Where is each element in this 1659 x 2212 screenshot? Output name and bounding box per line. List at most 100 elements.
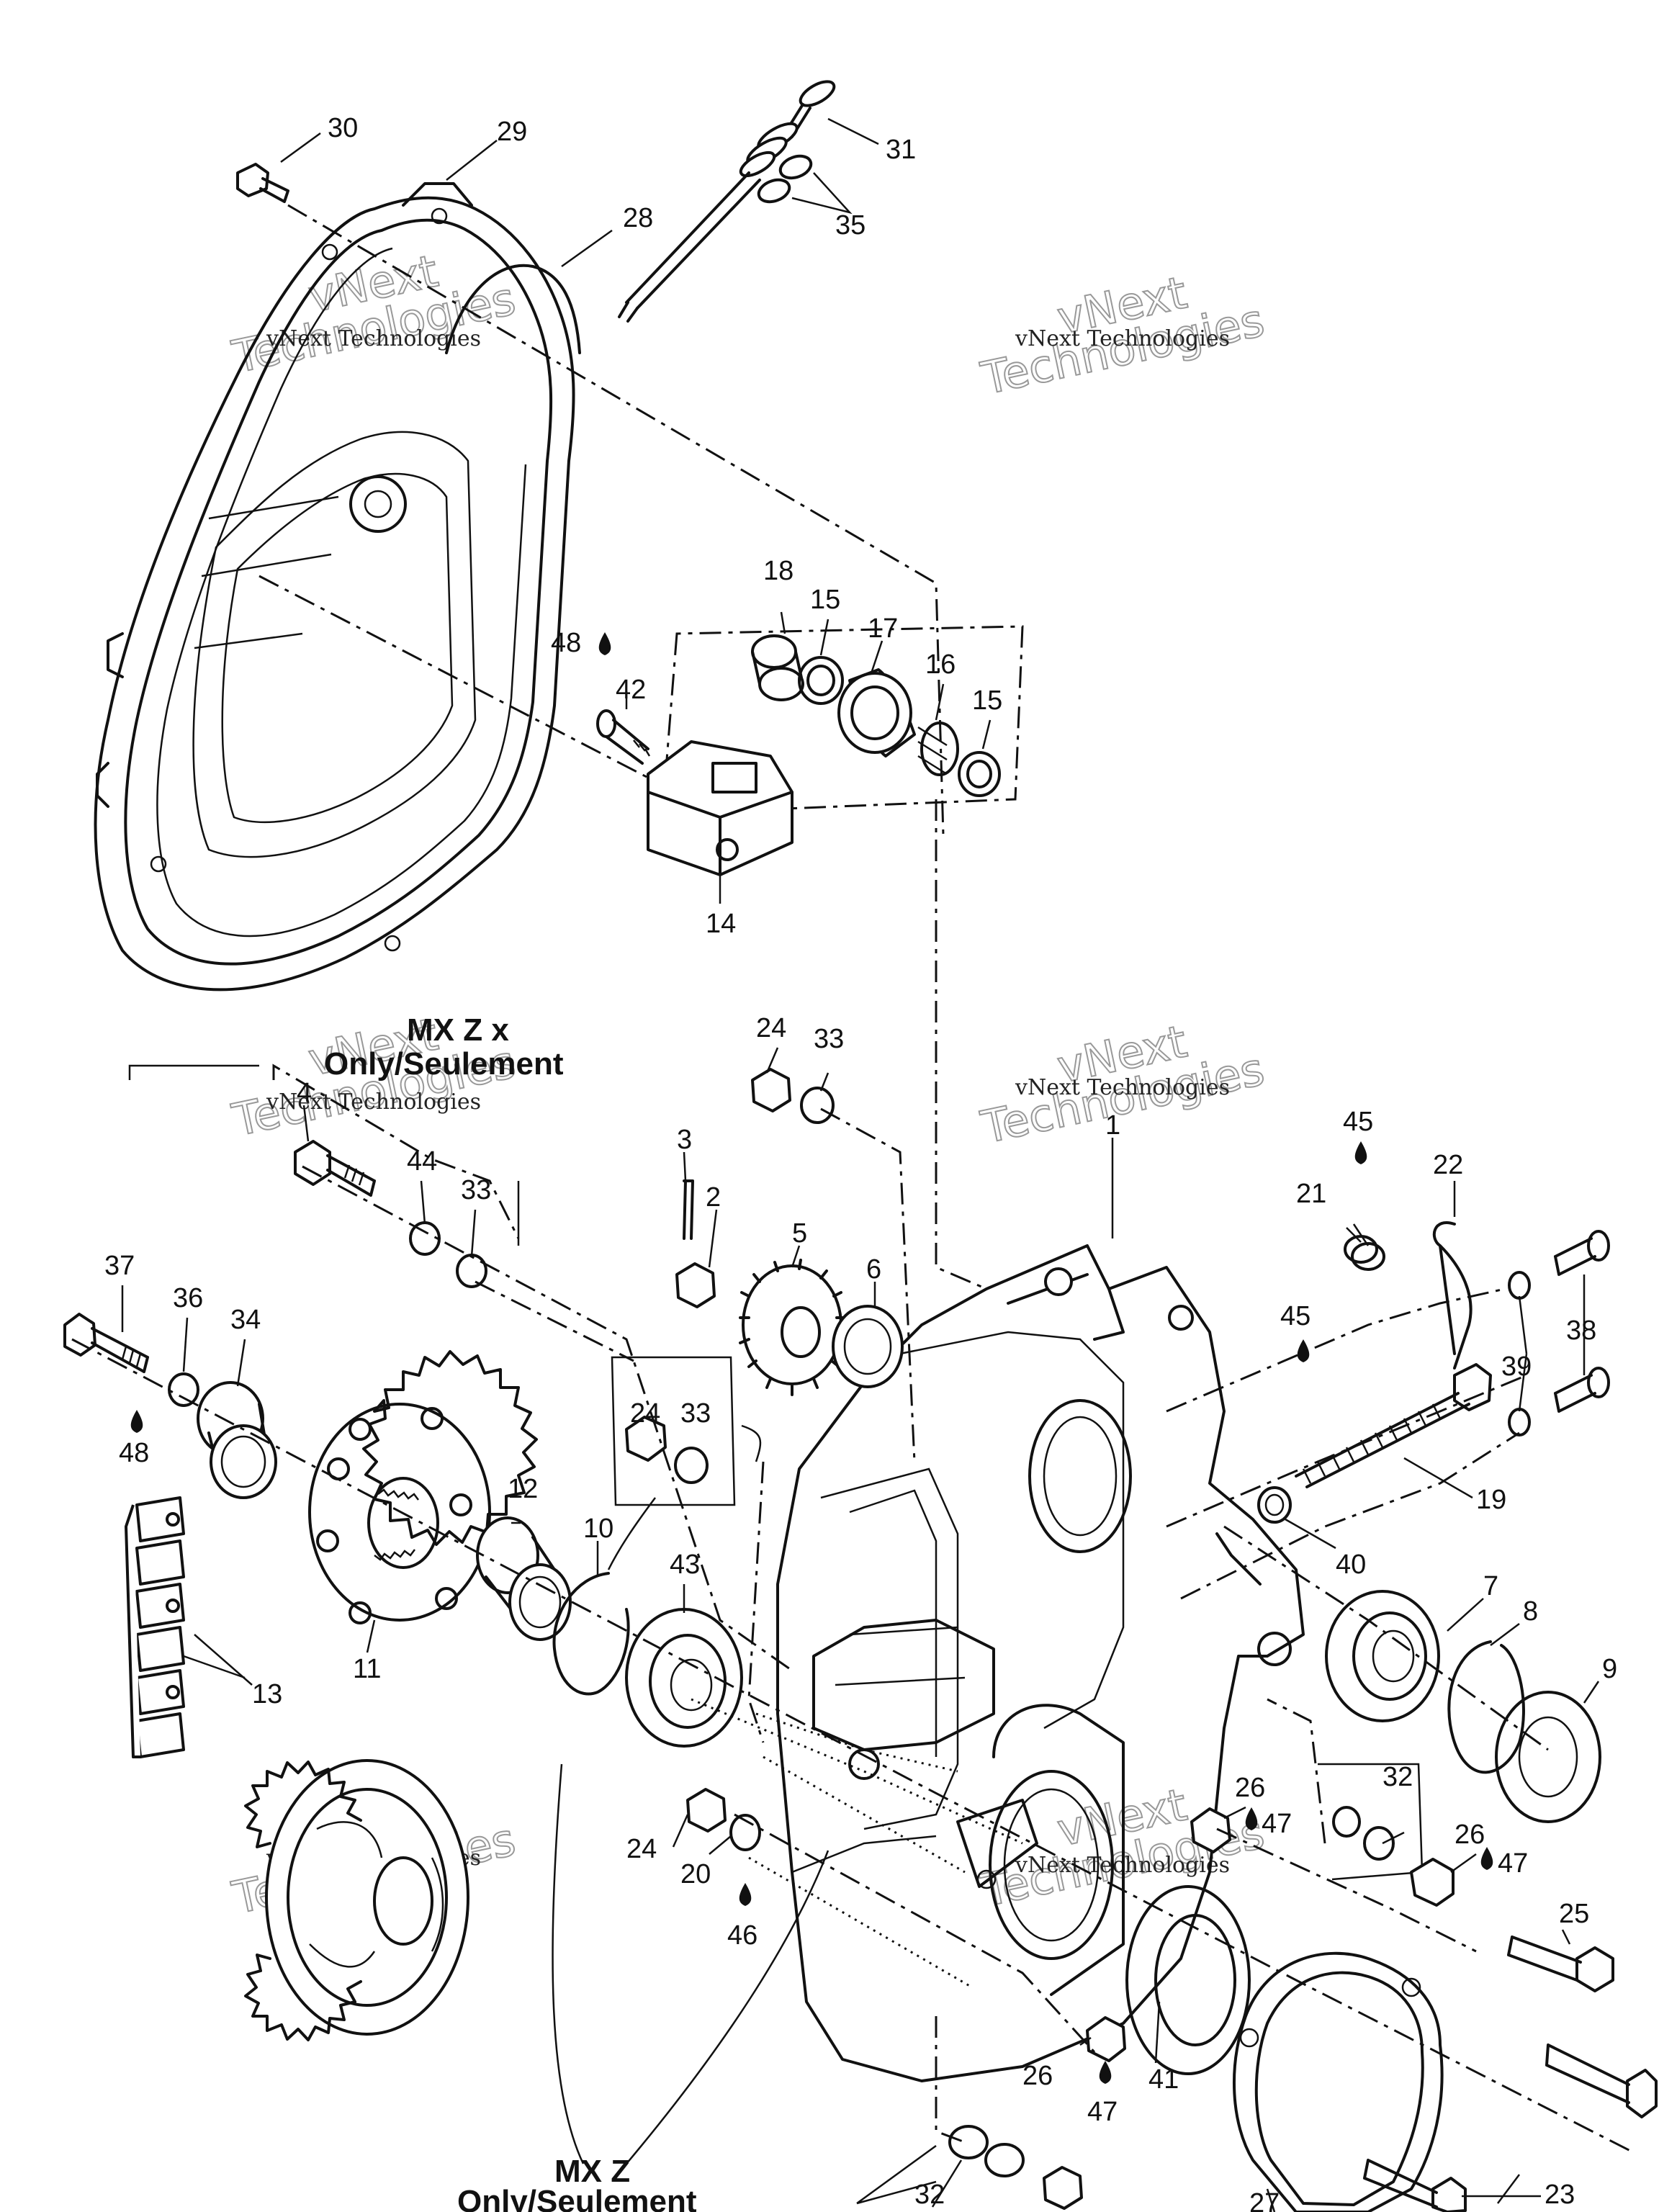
needle-bearing-16 [917,721,959,776]
callout-26b: 26 [1455,1820,1485,1850]
callout-26c: 26 [1022,2061,1053,2091]
oil-drop-icon [1245,1807,1258,1830]
o-ring-21 [1344,1235,1378,1264]
callout-34: 34 [230,1305,261,1335]
hair-pin-22 [1432,1221,1473,1370]
o-ring [757,178,791,204]
callout-33a: 33 [814,1024,844,1054]
seal-9 [1495,1691,1601,1823]
sprocket-11-upper [308,1350,538,1624]
screw-38b [1554,1367,1610,1413]
cover-plate-27 [1233,1951,1444,2212]
o-ring [778,154,813,180]
bearing-43 [625,1608,743,1748]
callout-48b: 48 [119,1438,149,1468]
callout-44: 44 [407,1146,437,1177]
callout-4: 4 [297,1078,312,1108]
callout-13: 13 [252,1679,282,1709]
bearing-7 [1325,1590,1440,1722]
callout-9: 9 [1602,1654,1617,1684]
callout-45a: 45 [1343,1107,1373,1137]
tensioner-bracket-14 [647,740,793,876]
nut-26b [1410,1858,1455,1907]
callout-47c: 47 [1087,2097,1118,2127]
washer-15b [958,751,1001,797]
callout-1: 1 [1105,1110,1120,1141]
callout-39: 39 [1501,1352,1532,1382]
bolt-23b [1363,2159,1467,2212]
callout-24c: 24 [626,1834,657,1864]
nut-32e [1043,2166,1083,2210]
callout-43: 43 [670,1550,700,1580]
adjuster-bolt-19 [1295,1363,1492,1488]
circlip-8 [1447,1640,1525,1774]
chain-13 [125,1496,185,1758]
oil-drop-icon [1099,2061,1112,2084]
tensioner-bolt-42 [596,709,651,765]
bolt-23a [1545,2044,1658,2118]
washer-36 [168,1372,199,1407]
washer-32b [1363,1826,1395,1861]
oil-drop-icon [598,632,611,655]
nut-26c [1086,2016,1126,2062]
callout-12: 12 [508,1474,538,1504]
oil-drop-icon [1297,1339,1310,1362]
callout-24b: 24 [630,1398,660,1429]
callout-45b: 45 [1280,1301,1310,1331]
washer-32c [948,2125,989,2159]
callout-14: 14 [706,909,736,939]
callout-30: 30 [328,113,358,143]
callout-15a: 15 [810,585,840,615]
watermark-text: vNext Technologies [1015,1075,1230,1100]
callout-21: 21 [1296,1179,1326,1209]
chaincase-cover [94,182,575,992]
washer-33c [800,1087,835,1124]
callout-33c: 33 [680,1398,711,1429]
jam-nut-40 [1257,1486,1292,1524]
callout-40: 40 [1336,1550,1366,1580]
callout-25: 25 [1559,1899,1589,1929]
callout-10: 10 [583,1514,613,1544]
watermark-text: vNext Technologies [266,1089,481,1115]
tensioner-bushing-18 [751,634,804,701]
callout-38: 38 [1566,1316,1596,1346]
callout-46: 46 [727,1920,757,1951]
dipstick [618,80,836,323]
washer-20 [729,1814,761,1851]
oil-drop-icons [130,632,1493,2084]
callout-41: 41 [1148,2064,1179,2095]
callout-2: 2 [706,1182,721,1213]
callout-7: 7 [1483,1571,1498,1601]
washer-33b [674,1447,709,1484]
oil-drop-icon [130,1410,143,1433]
callout-42: 42 [616,675,646,705]
callout-27: 27 [1249,2188,1280,2212]
callout-31: 31 [886,135,916,165]
seal-41 [1125,1885,1251,2075]
washer-32d [984,2143,1025,2177]
callout-32b: 32 [914,2180,945,2210]
callout-3: 3 [677,1125,692,1155]
callout-33b: 33 [461,1175,491,1205]
oil-drop-icon [1354,1141,1367,1164]
callout-11: 11 [353,1654,381,1684]
note-mxzx-line2: Only/Seulement [324,1046,564,1082]
callout-16: 16 [925,649,956,680]
cotter-pin-3 [683,1179,694,1240]
callout-28: 28 [623,203,653,233]
note-mxzx-line1: MX Z x [407,1012,509,1048]
callout-35: 35 [835,210,866,240]
washer-15a [798,656,844,705]
cover-bolt [236,163,289,203]
callout-37: 37 [104,1251,135,1281]
bolt-25 [1507,1936,1614,1992]
callout-22: 22 [1433,1150,1463,1180]
washer-39a [1508,1271,1531,1300]
oil-drop-icon [739,1883,752,1906]
washer-32a [1332,1806,1361,1838]
note-mxz: MX Z Only/Seulement [457,2154,697,2212]
bolt-37 [63,1313,149,1373]
note-mxz-line1: MX Z [554,2154,630,2189]
tensioner-roller-17 [837,668,916,757]
nut-24b [751,1068,791,1112]
